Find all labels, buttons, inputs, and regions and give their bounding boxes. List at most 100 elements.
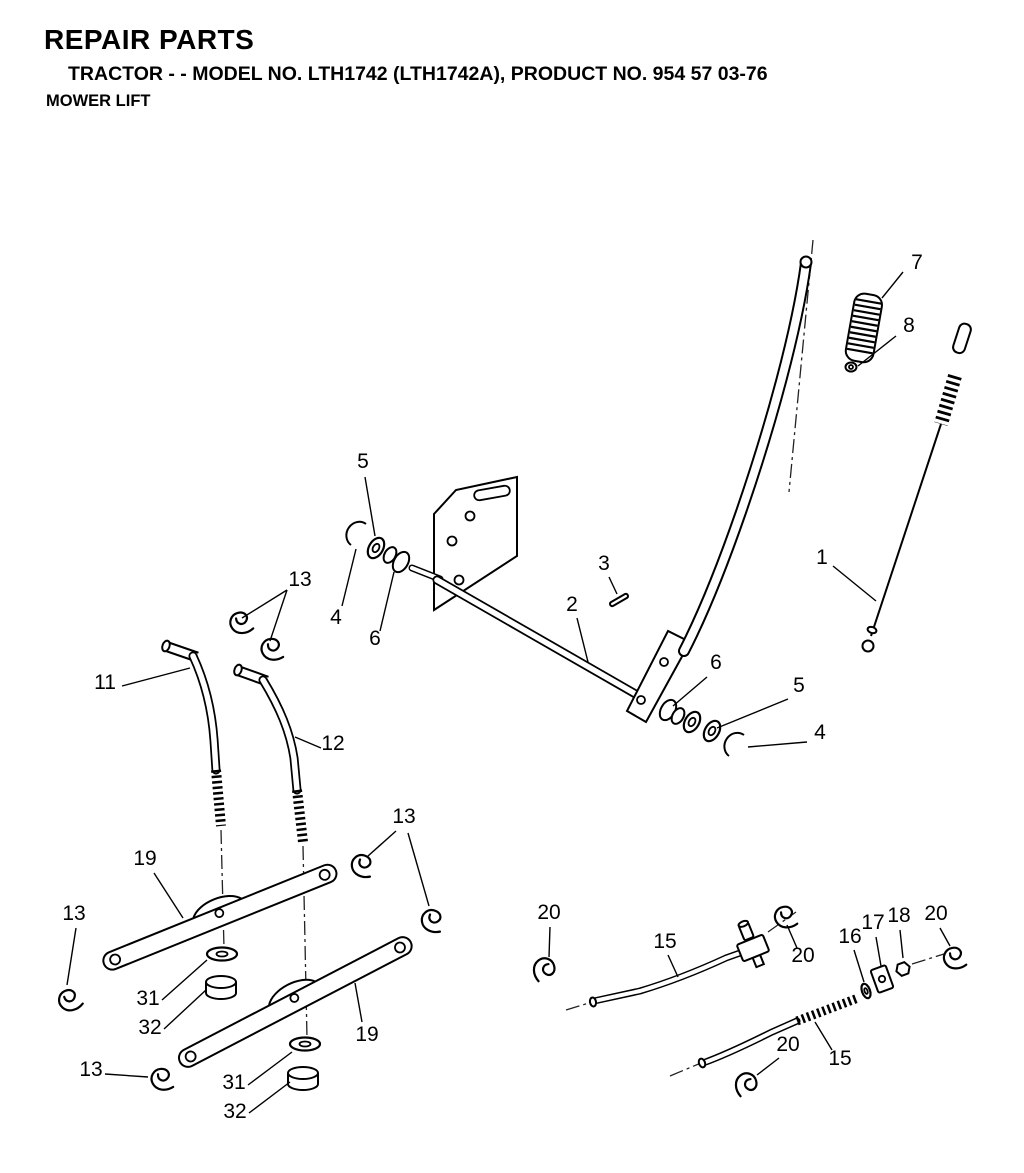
callout-15: 15 [828, 1047, 851, 1070]
callout-leader-15 [814, 1021, 833, 1051]
nut-18 [895, 961, 911, 977]
callout-8: 8 [903, 314, 915, 337]
callout-6: 6 [369, 627, 381, 650]
callout-11: 11 [94, 671, 116, 694]
callout-32: 32 [223, 1100, 246, 1123]
callout-31: 31 [222, 1071, 245, 1094]
callout-leader-13 [104, 1073, 149, 1078]
callout-7: 7 [911, 251, 923, 274]
callout-4: 4 [814, 721, 826, 744]
hairpin-clip-13 [418, 906, 446, 935]
callout-leader-18 [899, 929, 904, 959]
page-title: REPAIR PARTS [44, 24, 255, 55]
lift-arm-rear [177, 936, 413, 1068]
callout-leader-16 [853, 949, 865, 983]
handle-grip [844, 292, 883, 373]
hairpin-clip-13 [348, 851, 376, 880]
callout-leader-4 [747, 741, 808, 748]
callout-leader-20 [756, 1057, 780, 1076]
callout-3: 3 [598, 552, 610, 575]
hairpin-clip-13 [54, 985, 85, 1016]
callout-leader-8 [857, 335, 897, 367]
callout-15: 15 [653, 930, 676, 953]
callout-leader-11 [121, 667, 191, 687]
lift-link-rod [861, 322, 972, 653]
callout-16: 16 [838, 925, 861, 948]
callout-leader-20 [548, 926, 551, 958]
callout-leader-19 [354, 982, 363, 1023]
callout-13: 13 [62, 902, 85, 925]
callout-13: 13 [392, 805, 415, 828]
callout-19: 19 [133, 847, 156, 870]
callout-20: 20 [537, 901, 560, 924]
centerlines [220, 239, 945, 1077]
washer-nut-stack-1 [205, 946, 239, 1000]
callout-6: 6 [710, 651, 722, 674]
callout-leader-31 [161, 959, 208, 1001]
suspension-arm-right [233, 663, 308, 843]
callout-leader-2 [576, 617, 589, 663]
suspension-arm-left [161, 639, 226, 827]
callout-leader-5 [364, 476, 376, 537]
callout-leader-13 [269, 589, 288, 642]
callout-leader-32 [248, 1081, 291, 1114]
callout-19: 19 [355, 1023, 378, 1046]
callout-20: 20 [776, 1033, 799, 1056]
callout-1: 1 [816, 546, 828, 569]
callout-leader-20 [786, 924, 798, 949]
trunnion-17 [869, 964, 895, 994]
hairpin-clip-13 [149, 1066, 175, 1092]
lift-arm-front [102, 863, 338, 971]
callout-leader-4 [341, 548, 357, 607]
lever-plate [625, 629, 692, 724]
callout-12: 12 [321, 732, 344, 755]
callout-5: 5 [357, 450, 369, 473]
callout-17: 17 [861, 911, 884, 934]
callout-leader-3 [608, 576, 618, 595]
callout-32: 32 [138, 1016, 161, 1039]
hairpin-clip-20 [732, 1070, 761, 1098]
callout-leader-1 [832, 565, 877, 602]
hairpin-clip-20 [530, 955, 559, 983]
callout-leader-32 [163, 989, 207, 1030]
callout-13: 13 [79, 1058, 102, 1081]
hairpin-clip-13 [259, 636, 285, 662]
callout-4: 4 [330, 606, 342, 629]
callout-leader-6 [672, 676, 708, 707]
callout-leader-13 [66, 927, 77, 986]
rear-link [697, 944, 968, 1098]
lift-handle [678, 255, 813, 657]
right-shaft-hardware [658, 698, 745, 757]
callout-2: 2 [566, 593, 578, 616]
front-link [530, 903, 799, 1008]
callout-leader-13 [407, 832, 430, 907]
section-title: MOWER LIFT [46, 92, 151, 110]
callout-leader-7 [881, 271, 904, 299]
mounting-bracket [433, 475, 518, 612]
callout-20: 20 [924, 902, 947, 925]
callout-31: 31 [136, 987, 159, 1010]
callout-leader-31 [247, 1051, 293, 1086]
callout-18: 18 [887, 904, 910, 927]
callout-leader-13 [367, 830, 397, 857]
callout-leader-6 [379, 571, 395, 632]
callout-5: 5 [793, 674, 805, 697]
hairpin-clip-20 [941, 944, 968, 972]
callout-leader-17 [875, 936, 882, 967]
callout-leader-15 [667, 954, 679, 978]
callout-leader-5 [716, 698, 789, 729]
callout-20: 20 [791, 944, 814, 967]
left-shaft-hardware [345, 520, 411, 574]
model-subtitle: TRACTOR - - MODEL NO. LTH1742 (LTH1742A)… [68, 63, 768, 85]
callout-leader-20 [939, 927, 951, 947]
lift-shaft [408, 564, 651, 705]
hairpin-clip-13 [227, 608, 255, 637]
callout-leader-19 [153, 872, 184, 919]
washer-nut-stack-2 [287, 1036, 322, 1091]
callout-leader-12 [294, 736, 322, 749]
callout-leader-13 [241, 589, 288, 619]
callout-13: 13 [288, 568, 311, 591]
